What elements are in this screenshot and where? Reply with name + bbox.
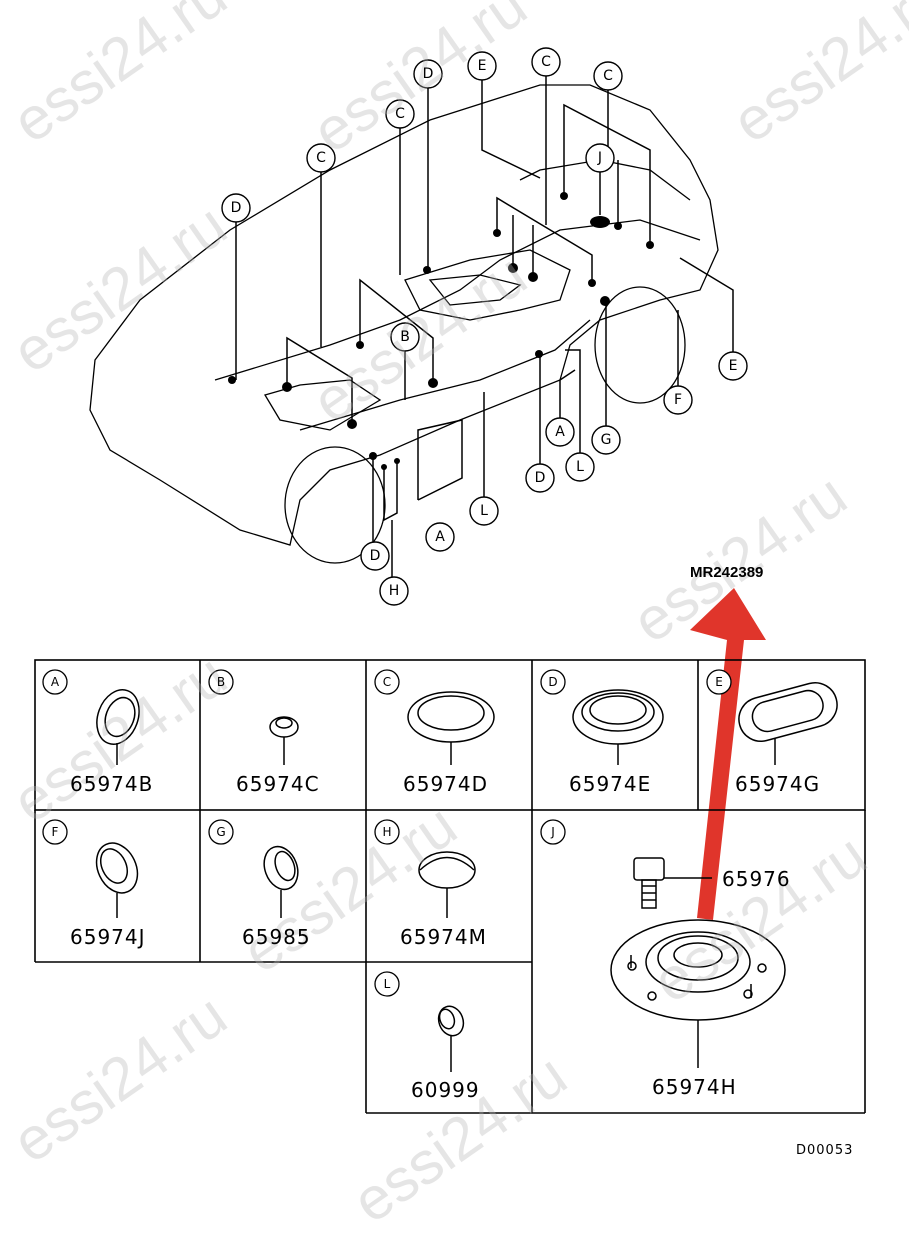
part-number-A: 65974B — [70, 772, 154, 796]
reference-number: MR242389 — [690, 564, 764, 581]
callout-circles — [221, 47, 748, 606]
callout-D: D — [230, 200, 242, 216]
callout-A: A — [555, 424, 565, 440]
callout-E: E — [477, 58, 487, 74]
parts-table-grid — [34, 659, 866, 1114]
part-number-D: 65974E — [569, 772, 652, 796]
part-number-J: 65974H — [652, 1075, 737, 1099]
callout-D: D — [422, 66, 434, 82]
plug-65974B-icon — [96, 689, 140, 765]
leader-lines — [235, 75, 734, 578]
cover-65974H-icon — [610, 919, 786, 1068]
callout-H: H — [388, 583, 400, 599]
callout-G: G — [600, 432, 612, 448]
plug-60999-icon — [437, 1005, 465, 1072]
callout-B: B — [400, 329, 410, 345]
part-number-G: 65985 — [242, 925, 311, 949]
plug-65974E-icon — [572, 689, 664, 765]
cell-letter-F: F — [51, 825, 59, 839]
callout-C: C — [395, 106, 405, 122]
part-number-B: 65974C — [236, 772, 320, 796]
plug-65985-icon — [263, 845, 299, 918]
cell-letter-J: J — [551, 825, 555, 839]
parts-diagram — [34, 47, 866, 1114]
cell-letter-E: E — [715, 675, 723, 689]
cell-letter-D: D — [548, 675, 558, 689]
cell-letter-H: H — [382, 825, 392, 839]
part-number-L: 60999 — [411, 1078, 480, 1102]
plug-65974C-icon — [269, 716, 299, 765]
part-number-E: 65974G — [735, 772, 821, 796]
table-letter-circles — [42, 669, 732, 997]
part-number-H: 65974M — [400, 925, 487, 949]
bolt-65976-icon — [633, 857, 712, 909]
plug-65974J-icon — [95, 842, 139, 918]
callout-C: C — [541, 54, 551, 70]
callout-L: L — [480, 503, 488, 519]
plug-65974M-icon — [418, 851, 476, 918]
red-arrow — [690, 588, 766, 920]
callout-C: C — [316, 150, 326, 166]
plug-65974D-icon — [407, 691, 495, 765]
callout-D: D — [534, 470, 546, 486]
callout-E: E — [728, 358, 738, 374]
drawing-code: D00053 — [796, 1143, 854, 1158]
cell-letter-B: B — [216, 675, 226, 689]
callout-F: F — [673, 392, 683, 408]
callout-J: J — [597, 150, 603, 166]
part-number-F: 65974J — [70, 925, 146, 949]
plug-dots — [228, 192, 654, 470]
cell-letter-L: L — [383, 977, 391, 991]
callout-L: L — [576, 459, 584, 475]
part-number-J-bolt: 65976 — [722, 867, 791, 891]
callout-C: C — [603, 68, 613, 84]
callout-A: A — [435, 529, 445, 545]
plug-65974G-icon — [738, 682, 838, 765]
part-number-C: 65974D — [403, 772, 489, 796]
cell-letter-G: G — [216, 825, 226, 839]
callout-D: D — [369, 548, 381, 564]
cell-letter-A: A — [50, 675, 60, 689]
part-illustrations — [95, 682, 838, 1072]
cell-letter-C: C — [382, 675, 392, 689]
